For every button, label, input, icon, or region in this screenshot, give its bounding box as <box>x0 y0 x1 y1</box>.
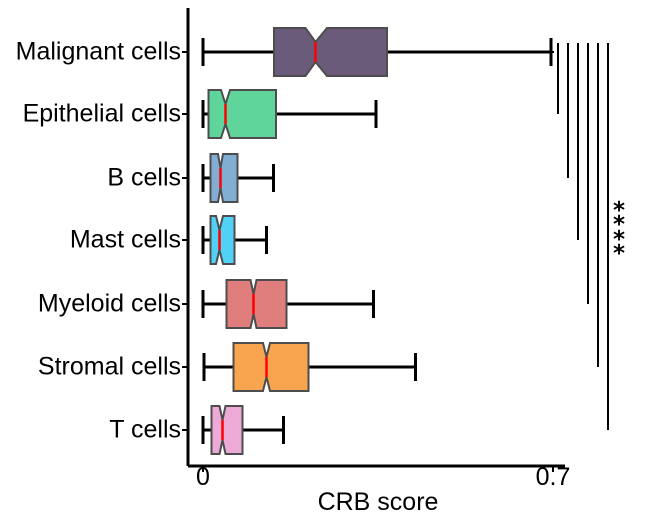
box-body <box>209 215 236 265</box>
category-label: Epithelial cells <box>22 99 181 128</box>
box-body <box>210 405 244 455</box>
box-1 <box>201 27 553 77</box>
significance-brackets-group <box>551 43 609 430</box>
significance-asterisks: **** <box>606 198 632 267</box>
asterisk-glyph: * <box>612 240 626 267</box>
x-axis-title: CRB score <box>317 488 439 516</box>
box-7 <box>201 405 285 455</box>
box-body <box>207 89 277 139</box>
box-4 <box>201 215 268 265</box>
axes-group <box>182 8 565 472</box>
asterisk-glyph: * <box>612 212 626 239</box>
category-label: Malignant cells <box>15 37 181 66</box>
boxes-group <box>201 27 553 455</box>
box-2 <box>201 89 378 139</box>
category-label: Mast cells <box>69 225 181 254</box>
asterisk-glyph: * <box>612 198 626 224</box>
asterisk-glyph: * <box>612 226 626 253</box>
category-label: Myeloid cells <box>37 289 181 318</box>
box-body <box>209 153 239 203</box>
category-label: B cells <box>107 163 181 192</box>
box-body <box>273 27 388 77</box>
x-tick-label-0: 0 <box>196 463 210 491</box>
x-tick-label-1: 0.7 <box>535 463 571 491</box>
box-body <box>225 279 288 329</box>
box-body <box>232 342 310 392</box>
box-3 <box>201 153 275 203</box>
category-label: T cells <box>109 415 181 444</box>
box-5 <box>201 279 375 329</box>
category-label: Stromal cells <box>37 352 181 381</box>
box-6 <box>202 342 417 392</box>
